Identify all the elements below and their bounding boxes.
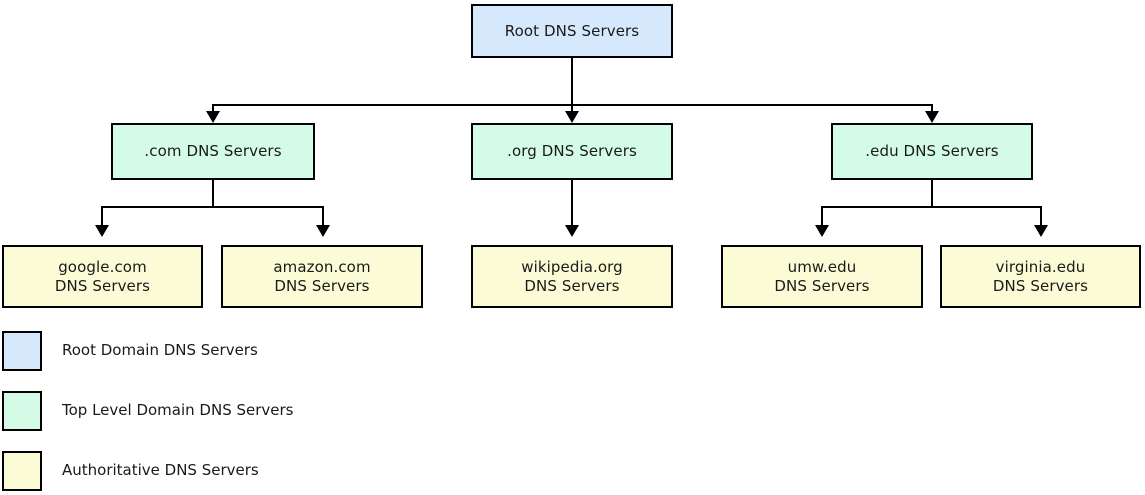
arrowhead-root-to-com <box>206 111 220 123</box>
node-virginia-edu-dns-servers[interactable]: virginia.edu DNS Servers <box>940 245 1141 308</box>
node-wikipedia-org-dns-servers[interactable]: wikipedia.org DNS Servers <box>471 245 673 308</box>
connector-com-bus <box>101 206 324 208</box>
node-label: amazon.com DNS Servers <box>273 257 371 295</box>
node-edu-dns-servers[interactable]: .edu DNS Servers <box>831 123 1033 180</box>
arrowhead-root-to-org <box>565 111 579 123</box>
node-amazon-com-dns-servers[interactable]: amazon.com DNS Servers <box>221 245 423 308</box>
connector-root-to-org <box>571 104 573 113</box>
connector-com-stem <box>212 180 214 208</box>
legend-label-root-domain: Root Domain DNS Servers <box>62 341 258 359</box>
arrowhead-com-to-google <box>95 225 109 237</box>
connector-edu-to-umw <box>821 206 823 227</box>
connector-root-to-edu <box>931 104 933 113</box>
connector-root-to-com <box>212 104 214 113</box>
arrowhead-com-to-amazon <box>316 225 330 237</box>
connector-com-to-google <box>101 206 103 227</box>
connector-edu-bus <box>821 206 1042 208</box>
node-root-dns-servers[interactable]: Root DNS Servers <box>471 4 673 58</box>
connector-edu-to-virginia <box>1040 206 1042 227</box>
node-com-dns-servers[interactable]: .com DNS Servers <box>111 123 315 180</box>
node-label: google.com DNS Servers <box>54 257 151 295</box>
legend-label-authoritative: Authoritative DNS Servers <box>62 461 259 479</box>
legend-swatch-root-domain <box>2 331 42 371</box>
connector-com-to-amazon <box>322 206 324 227</box>
arrowhead-edu-to-virginia <box>1034 225 1048 237</box>
node-org-dns-servers[interactable]: .org DNS Servers <box>471 123 673 180</box>
node-label: .org DNS Servers <box>507 142 637 160</box>
node-label: virginia.edu DNS Servers <box>992 257 1089 295</box>
arrowhead-root-to-edu <box>925 111 939 123</box>
connector-edu-stem <box>931 180 933 208</box>
node-label: .com DNS Servers <box>144 142 282 160</box>
node-label: Root DNS Servers <box>504 21 640 40</box>
connector-root-stem <box>571 58 573 106</box>
connector-org-to-wikipedia <box>571 180 573 229</box>
arrowhead-edu-to-umw <box>815 225 829 237</box>
node-label: wikipedia.org DNS Servers <box>521 257 623 295</box>
legend-swatch-authoritative <box>2 451 42 491</box>
legend-swatch-top-level-domain <box>2 391 42 431</box>
node-umw-edu-dns-servers[interactable]: umw.edu DNS Servers <box>721 245 923 308</box>
node-label: .edu DNS Servers <box>865 142 999 160</box>
node-label: umw.edu DNS Servers <box>774 257 870 295</box>
legend-label-top-level-domain: Top Level Domain DNS Servers <box>62 401 294 419</box>
arrowhead-org-to-wikipedia <box>565 225 579 237</box>
node-google-com-dns-servers[interactable]: google.com DNS Servers <box>2 245 203 308</box>
